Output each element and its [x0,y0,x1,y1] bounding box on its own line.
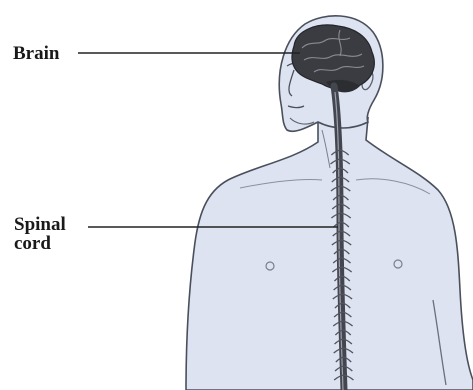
brain-label: Brain [13,44,59,63]
spinal-cord-label: Spinal cord [14,215,66,253]
torso-silhouette [186,118,473,390]
